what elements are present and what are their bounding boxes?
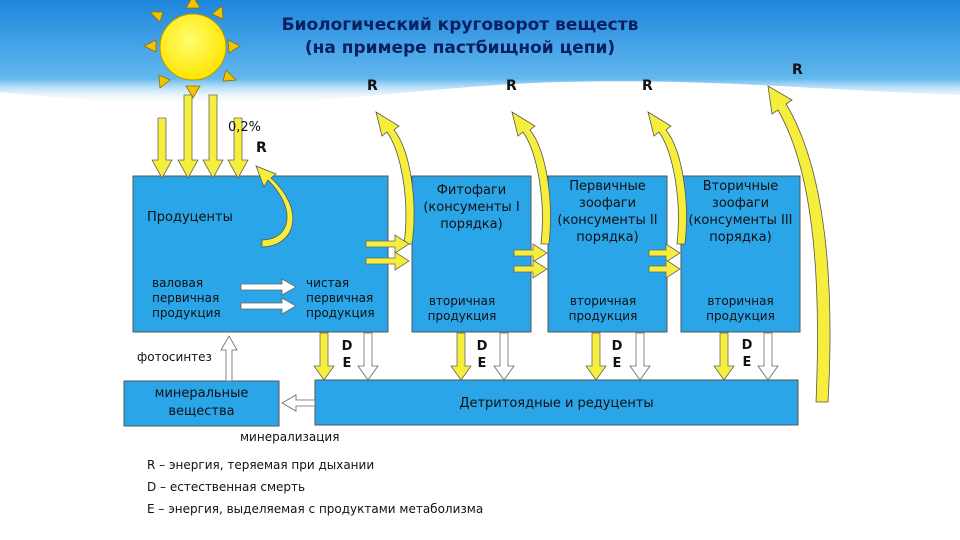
excretion-arrow-secondary <box>757 332 779 381</box>
minerals-label: минеральные вещества <box>154 386 249 419</box>
death-letter: D <box>341 339 353 354</box>
phytophages-title: Фитофаги (консументы I порядка) <box>423 183 520 232</box>
feed-arrow-3a <box>648 243 681 263</box>
photosynthesis-arrow <box>220 335 238 382</box>
sun-arrow-2 <box>177 94 199 179</box>
legend-respiration: R – энергия, теряемая при дыхании <box>147 458 375 472</box>
excretion-arrow-phytophages <box>493 332 515 381</box>
net-production-label: чистая первичная продукция <box>306 276 375 320</box>
respiration-label-primary: R <box>506 78 517 94</box>
title-line-1: Биологический круговорот веществ <box>281 15 639 35</box>
photosynthesis-label: фотосинтез <box>137 350 212 364</box>
metabolism-letter: E <box>742 355 752 370</box>
de-label-producers: D E <box>340 338 354 372</box>
secondary-zoophages-production: вторичная продукция <box>706 294 775 323</box>
sky-band <box>0 0 960 105</box>
primary-zoophages-production: вторичная продукция <box>568 294 638 323</box>
metabolism-letter: E <box>477 356 487 371</box>
primary-zoophages-box <box>547 175 668 333</box>
feed-arrow-2a <box>513 243 548 263</box>
minerals-box <box>123 380 280 427</box>
primary-zoophages-title: Первичные зоофаги (консументы II порядка… <box>557 179 658 245</box>
death-arrow-primary <box>585 332 607 381</box>
excretion-arrow-primary <box>629 332 651 381</box>
respiration-arrow-decomposers <box>767 85 831 403</box>
death-arrow-phytophages <box>450 332 472 381</box>
phytophages-production: вторичная продукция <box>427 294 497 323</box>
sun-arrow-4 <box>227 117 249 179</box>
sun-icon <box>143 0 241 99</box>
phytophages-box <box>411 175 532 333</box>
respiration-label-secondary: R <box>642 78 653 94</box>
respiration-label-phytophages: R <box>367 78 378 94</box>
death-arrow-producers <box>313 332 335 381</box>
feed-arrow-3b <box>648 259 681 279</box>
death-letter: D <box>476 339 488 354</box>
respiration-arrow-primary <box>511 111 551 245</box>
mineralization-label: минерализация <box>240 430 340 444</box>
legend-death: D – естественная смерть <box>147 480 306 494</box>
de-label-phytophages: D E <box>475 338 489 372</box>
feed-arrow-2b <box>513 259 548 279</box>
respiration-label-producers: R <box>256 140 267 156</box>
metabolism-letter: E <box>342 356 352 371</box>
excretion-arrow-producers <box>357 332 379 381</box>
sun-disc <box>159 13 227 81</box>
mineralization-arrow <box>281 394 316 412</box>
respiration-arrow-secondary <box>647 111 687 245</box>
diagram-title: Биологический круговорот веществ (на при… <box>250 14 670 60</box>
gross-to-net-arrow-1 <box>240 278 297 296</box>
death-letter: D <box>611 339 623 354</box>
death-arrow-secondary <box>713 332 735 381</box>
feed-arrow-1b <box>365 251 410 271</box>
de-label-primary: D E <box>610 338 624 372</box>
decomposers-box <box>314 379 799 426</box>
title-line-2: (на примере пастбищной цепи) <box>304 38 616 58</box>
feed-arrow-1a <box>365 234 410 254</box>
metabolism-letter: E <box>612 356 622 371</box>
secondary-zoophages-title: Вторичные зоофаги (консументы III порядк… <box>688 179 793 245</box>
gross-production-label: валовая первичная продукция <box>152 276 221 320</box>
sun-efficiency-label: 0,2% <box>228 120 262 135</box>
respiration-label-decomposers: R <box>792 62 803 78</box>
respiration-arrow-phytophages <box>375 111 415 245</box>
gross-to-net-arrow-2 <box>240 297 297 315</box>
sun-arrow-1 <box>151 117 173 179</box>
producers-title: Продуценты <box>147 210 233 225</box>
decomposers-label: Детритоядные и редуценты <box>459 396 654 411</box>
sun-arrow-3 <box>202 94 224 179</box>
respiration-arrow-producers <box>255 165 294 248</box>
secondary-zoophages-box <box>680 175 801 333</box>
de-label-secondary: D E <box>740 337 754 371</box>
death-letter: D <box>741 338 753 353</box>
legend-metabolism: E – энергия, выделяемая с продуктами мет… <box>147 502 484 516</box>
